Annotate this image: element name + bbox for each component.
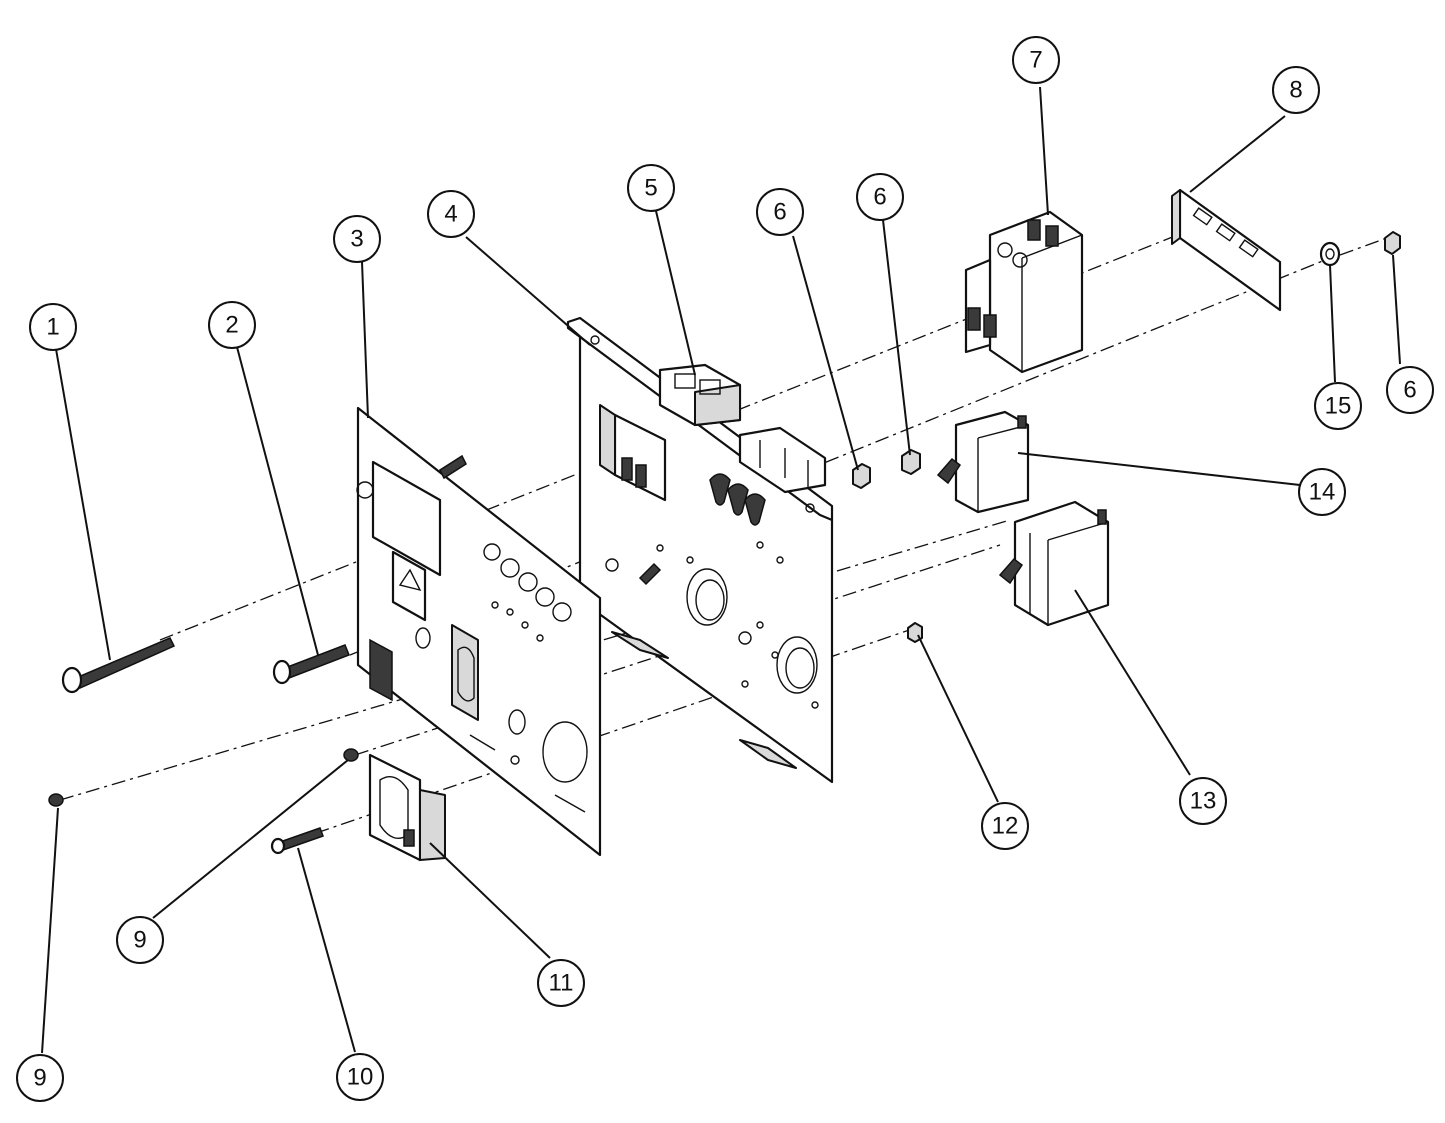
callout-9a: 9 <box>116 916 164 964</box>
callout-9a-label: 9 <box>133 927 146 954</box>
callout-2-label: 2 <box>225 312 238 339</box>
hex-nuts <box>852 449 923 643</box>
screws <box>48 748 359 855</box>
callout-13-label: 13 <box>1190 788 1217 815</box>
callout-13: 13 <box>1179 777 1227 825</box>
callout-5-label: 5 <box>644 175 657 202</box>
callout-4: 4 <box>427 190 475 238</box>
callout-10-label: 10 <box>347 1064 374 1091</box>
callout-10: 10 <box>336 1053 384 1101</box>
power-socket <box>368 753 446 862</box>
callout-6a: 6 <box>756 188 804 236</box>
front-faceplate <box>356 406 602 857</box>
callout-6a-label: 6 <box>773 199 786 226</box>
plate-terminal-block <box>709 426 827 526</box>
callout-15-label: 15 <box>1325 393 1352 420</box>
din-rail <box>1171 188 1282 312</box>
callout-3-label: 3 <box>350 226 363 253</box>
callout-6b: 6 <box>856 173 904 221</box>
callout-12-label: 12 <box>992 813 1019 840</box>
callout-6c: 6 <box>1386 366 1434 414</box>
callout-9b: 9 <box>16 1054 64 1102</box>
short-bolt <box>272 644 350 685</box>
callout-8-label: 8 <box>1289 77 1302 104</box>
callout-12: 12 <box>981 802 1029 850</box>
callout-1: 1 <box>29 303 77 351</box>
long-bolt <box>61 637 176 694</box>
washer-and-nut <box>1319 231 1401 267</box>
bolt-shank-rear <box>439 454 467 480</box>
callout-4-label: 4 <box>444 201 457 228</box>
toggle-circuit-breaker-small <box>936 410 1030 514</box>
callout-3: 3 <box>333 215 381 263</box>
leader-lines <box>41 86 1401 1054</box>
callout-2: 2 <box>208 301 256 349</box>
callout-15: 15 <box>1314 382 1362 430</box>
callout-9b-label: 9 <box>33 1065 46 1092</box>
callout-6b-label: 6 <box>873 184 886 211</box>
relay-module <box>599 363 742 502</box>
callout-11-label: 11 <box>549 970 574 997</box>
callout-8: 8 <box>1272 66 1320 114</box>
callout-11: 11 <box>537 959 585 1007</box>
callout-5: 5 <box>627 164 675 212</box>
callout-7-label: 7 <box>1029 47 1042 74</box>
callout-6c-label: 6 <box>1403 377 1416 404</box>
callout-7: 7 <box>1012 36 1060 84</box>
callout-1-label: 1 <box>46 314 59 341</box>
toggle-circuit-breaker-double <box>998 500 1110 627</box>
callout-14-label: 14 <box>1309 479 1336 506</box>
din-rail-breaker <box>964 210 1084 374</box>
callout-14: 14 <box>1298 468 1346 516</box>
